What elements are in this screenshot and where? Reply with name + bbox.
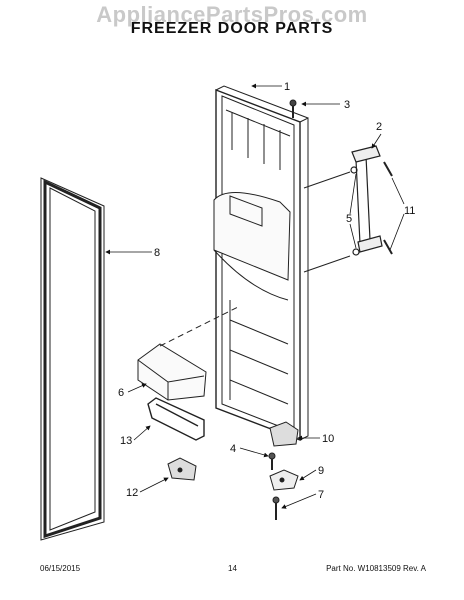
handle-guide-lines [303, 171, 351, 273]
bushing [269, 421, 299, 447]
callout-7: 7 [318, 489, 324, 501]
lower-hinge [167, 457, 197, 481]
door-liner [213, 85, 309, 442]
callout-5: 5 [346, 213, 352, 225]
hinge-bracket [269, 469, 299, 491]
site-watermark: AppliancePartsPros.com [96, 2, 368, 27]
footer-part-number: Part No. W10813509 Rev. A [326, 564, 426, 573]
bin-alignment-line [159, 305, 241, 347]
callout-1: 1 [284, 81, 290, 93]
footer-page-number: 14 [228, 564, 237, 573]
callout-6: 6 [118, 387, 124, 399]
bin-retainer [147, 397, 205, 441]
hinge-bolt [268, 452, 276, 470]
bottom-screw [272, 496, 280, 520]
callout-12: 12 [126, 487, 138, 499]
callout-2: 2 [376, 121, 382, 133]
door-gasket [40, 177, 105, 541]
hinge-screw [289, 99, 297, 118]
callout-11: 11 [404, 205, 415, 217]
callout-3: 3 [344, 99, 350, 111]
callout-13: 13 [120, 435, 132, 447]
door-bin [137, 343, 207, 401]
leader-lines [105, 83, 405, 509]
door-handle [350, 145, 393, 256]
callout-10: 10 [322, 433, 334, 445]
callout-4: 4 [230, 443, 236, 455]
footer-date: 06/15/2015 [40, 564, 81, 573]
callout-8: 8 [154, 247, 160, 259]
page-title: FREEZER DOOR PARTS [130, 20, 334, 37]
callout-9: 9 [318, 465, 324, 477]
